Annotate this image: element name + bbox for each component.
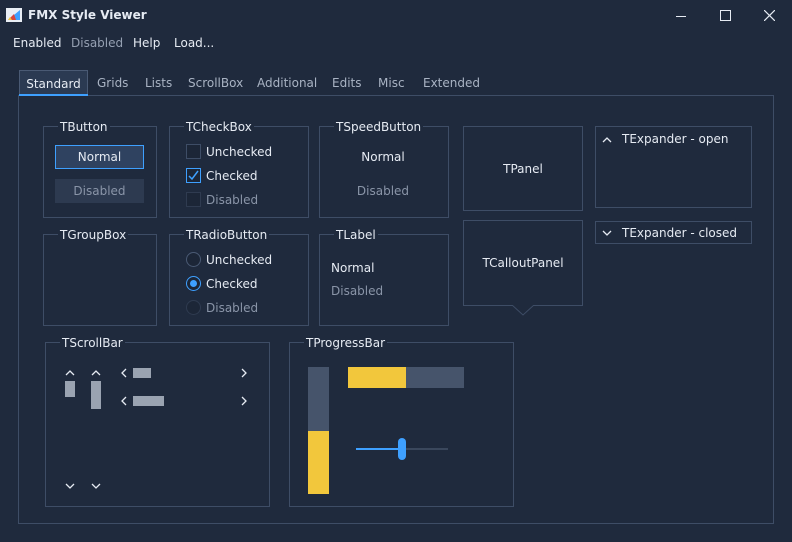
normal-speedbutton[interactable]: Normal bbox=[361, 150, 405, 164]
checked-checkbox[interactable] bbox=[186, 168, 201, 183]
minimize-button[interactable] bbox=[658, 0, 704, 31]
disabled-speedbutton[interactable]: Disabled bbox=[356, 184, 410, 198]
checkbox-label: Disabled bbox=[206, 193, 259, 207]
scrollbar-thumb[interactable] bbox=[91, 381, 101, 409]
chevron-left-icon[interactable] bbox=[120, 368, 128, 378]
trackbar-thumb[interactable] bbox=[398, 438, 406, 460]
progress-fill bbox=[348, 367, 406, 388]
menu-load[interactable]: Load... bbox=[174, 36, 215, 50]
menu-enabled[interactable]: Enabled bbox=[13, 36, 62, 50]
trackbar[interactable] bbox=[356, 438, 448, 460]
radio-label: Disabled bbox=[206, 301, 259, 315]
disabled-button[interactable]: Disabled bbox=[55, 179, 144, 203]
chevron-up-icon[interactable] bbox=[602, 136, 612, 144]
tab-standard[interactable]: Standard bbox=[19, 70, 88, 96]
radio-label: Unchecked bbox=[206, 253, 273, 267]
tlabel-group: TLabel Normal Disabled bbox=[319, 228, 449, 326]
tscrollbar-group: TScrollBar bbox=[45, 336, 270, 507]
unchecked-checkbox[interactable] bbox=[186, 144, 201, 159]
maximize-icon bbox=[719, 10, 731, 21]
vertical-progressbar bbox=[308, 367, 329, 494]
horizontal-progressbar bbox=[348, 367, 464, 388]
chevron-up-icon[interactable] bbox=[65, 369, 75, 377]
tab-edits[interactable]: Edits bbox=[332, 76, 362, 90]
close-button[interactable] bbox=[746, 0, 792, 31]
checked-radio[interactable] bbox=[186, 276, 201, 291]
active-tab-indicator bbox=[19, 94, 88, 96]
radio-label: Checked bbox=[206, 277, 258, 291]
chevron-left-icon[interactable] bbox=[120, 396, 128, 406]
close-icon bbox=[763, 10, 775, 21]
chevron-up-icon[interactable] bbox=[91, 369, 101, 377]
checkbox-label: Checked bbox=[206, 169, 258, 183]
group-title: TSpeedButton bbox=[334, 120, 424, 134]
expander-title[interactable]: TExpander - open bbox=[622, 132, 729, 146]
progress-fill bbox=[308, 430, 329, 494]
app-icon bbox=[6, 8, 22, 22]
unchecked-radio[interactable] bbox=[186, 252, 201, 267]
menu-disabled[interactable]: Disabled bbox=[71, 36, 124, 50]
window-title: FMX Style Viewer bbox=[28, 8, 147, 22]
group-title: TScrollBar bbox=[60, 336, 125, 350]
texpander-closed: TExpander - closed bbox=[595, 221, 752, 244]
callout-label: TCalloutPanel bbox=[482, 256, 564, 270]
checkmark-icon bbox=[188, 170, 199, 181]
scrollbar-thumb[interactable] bbox=[133, 396, 164, 406]
disabled-radio[interactable] bbox=[186, 300, 201, 315]
group-title: TRadioButton bbox=[184, 228, 270, 242]
expander-title[interactable]: TExpander - closed bbox=[622, 226, 738, 240]
chevron-down-icon[interactable] bbox=[91, 482, 101, 490]
scrollbar-thumb[interactable] bbox=[133, 368, 151, 378]
tab-scrollbox[interactable]: ScrollBox bbox=[188, 76, 244, 90]
chevron-right-icon[interactable] bbox=[240, 396, 248, 406]
tradiobutton-group: TRadioButton Unchecked Checked Disabled bbox=[169, 228, 309, 326]
menu-help[interactable]: Help bbox=[133, 36, 161, 50]
title-bar bbox=[0, 0, 792, 31]
tbutton-group: TButton Normal Disabled bbox=[43, 120, 157, 218]
tab-lists[interactable]: Lists bbox=[145, 76, 173, 90]
tab-misc[interactable]: Misc bbox=[378, 76, 405, 90]
group-title: TCheckBox bbox=[184, 120, 254, 134]
tpanel: TPanel bbox=[463, 126, 583, 211]
minimize-icon bbox=[676, 15, 686, 17]
tgroupbox: TGroupBox bbox=[43, 228, 157, 326]
disabled-checkbox[interactable] bbox=[186, 192, 201, 207]
disabled-label: Disabled bbox=[331, 284, 384, 298]
group-title: TGroupBox bbox=[58, 228, 129, 242]
texpander-open: TExpander - open bbox=[595, 126, 752, 208]
tab-grids[interactable]: Grids bbox=[97, 76, 129, 90]
callout-pointer bbox=[512, 305, 534, 316]
group-title: TProgressBar bbox=[304, 336, 388, 350]
chevron-down-icon[interactable] bbox=[602, 229, 612, 237]
chevron-right-icon[interactable] bbox=[240, 368, 248, 378]
tab-additional[interactable]: Additional bbox=[257, 76, 318, 90]
checkbox-label: Unchecked bbox=[206, 145, 273, 159]
radio-dot bbox=[190, 280, 197, 287]
tab-extended[interactable]: Extended bbox=[423, 76, 480, 90]
tab-content-panel bbox=[18, 95, 774, 524]
panel-label: TPanel bbox=[503, 161, 543, 176]
chevron-down-icon[interactable] bbox=[65, 482, 75, 490]
tprogressbar-group: TProgressBar bbox=[289, 336, 514, 507]
group-title: TLabel bbox=[334, 228, 378, 242]
trackbar-fill bbox=[356, 448, 402, 450]
tcalloutpanel: TCalloutPanel bbox=[463, 220, 583, 306]
normal-label: Normal bbox=[331, 261, 375, 275]
scrollbar-thumb[interactable] bbox=[65, 381, 75, 397]
group-title: TButton bbox=[58, 120, 110, 134]
tcheckbox-group: TCheckBox Unchecked Checked Disabled bbox=[169, 120, 309, 218]
tspeedbutton-group: TSpeedButton Normal Disabled bbox=[319, 120, 449, 218]
maximize-button[interactable] bbox=[702, 0, 748, 31]
normal-button[interactable]: Normal bbox=[55, 145, 144, 169]
